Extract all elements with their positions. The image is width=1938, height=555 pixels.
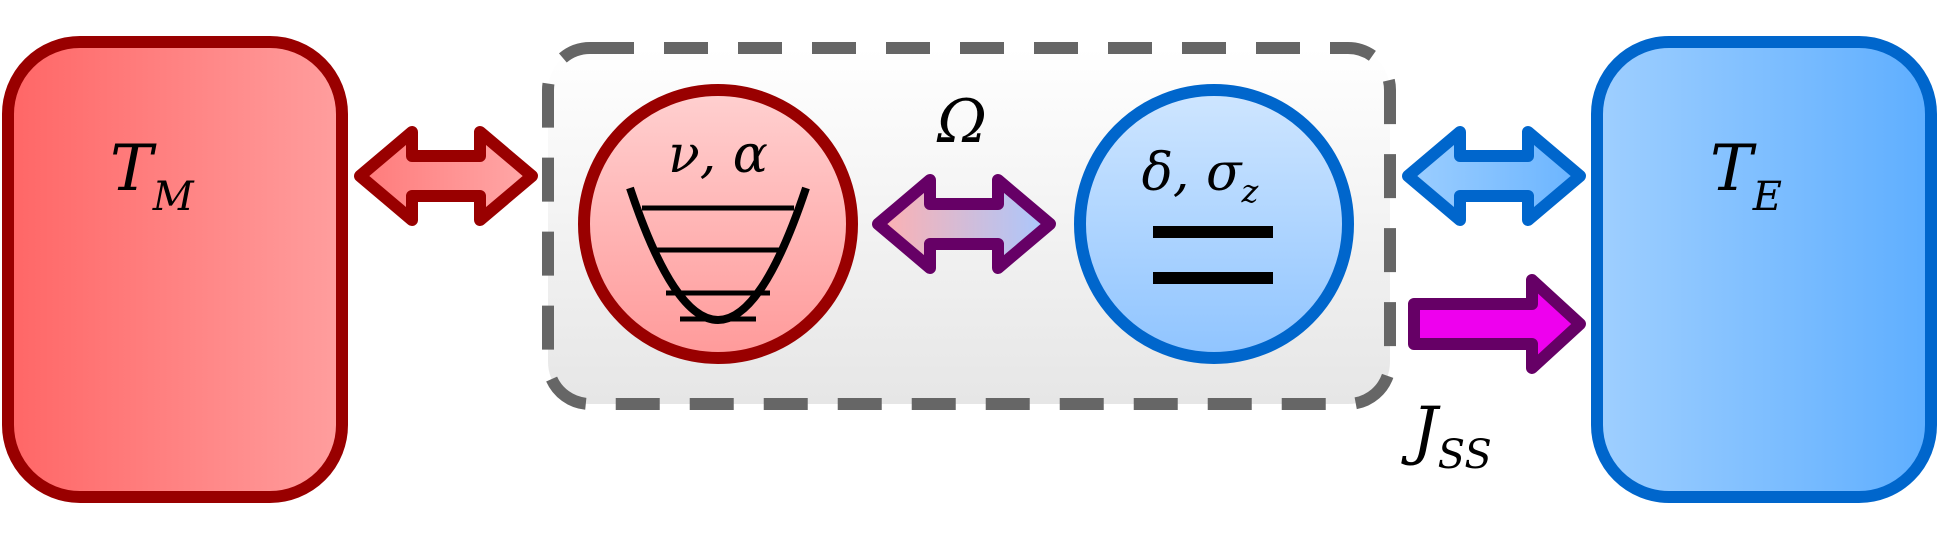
left-exchange-arrow xyxy=(354,126,538,226)
coupling-label: Ω xyxy=(936,87,987,157)
oscillator-energy-levels xyxy=(626,186,810,324)
qubit-node: δ, σz xyxy=(1074,84,1354,364)
left-bath-box: TM xyxy=(2,36,348,503)
qubit-label-main: δ, σ xyxy=(1142,143,1243,203)
right-bath-label-main: T xyxy=(1710,132,1757,206)
oscillator-label: ν, α xyxy=(668,125,768,185)
right-exchange-arrow xyxy=(1402,126,1586,226)
left-bath-label-main: T xyxy=(110,132,157,206)
qubit-label-sub: z xyxy=(1241,172,1260,210)
right-bath-box: TE xyxy=(1591,36,1937,503)
heat-current-label: JSS xyxy=(1401,394,1492,478)
qubit-label: δ, σz xyxy=(1142,143,1260,210)
heat-current-label-main: J xyxy=(1401,394,1441,468)
right-bath-label: TE xyxy=(1710,132,1782,220)
left-bath-label-sub: M xyxy=(152,174,195,220)
qubit-level-lower xyxy=(1153,272,1273,284)
coupling-arrow xyxy=(872,174,1056,274)
right-bath-label-sub: E xyxy=(1752,174,1782,220)
qubit-level-upper xyxy=(1153,226,1273,238)
heat-current-label-sub: SS xyxy=(1438,432,1492,478)
oscillator-node: ν, α xyxy=(578,84,858,364)
heat-current-arrow xyxy=(1408,274,1586,374)
left-bath-label: TM xyxy=(110,132,195,220)
